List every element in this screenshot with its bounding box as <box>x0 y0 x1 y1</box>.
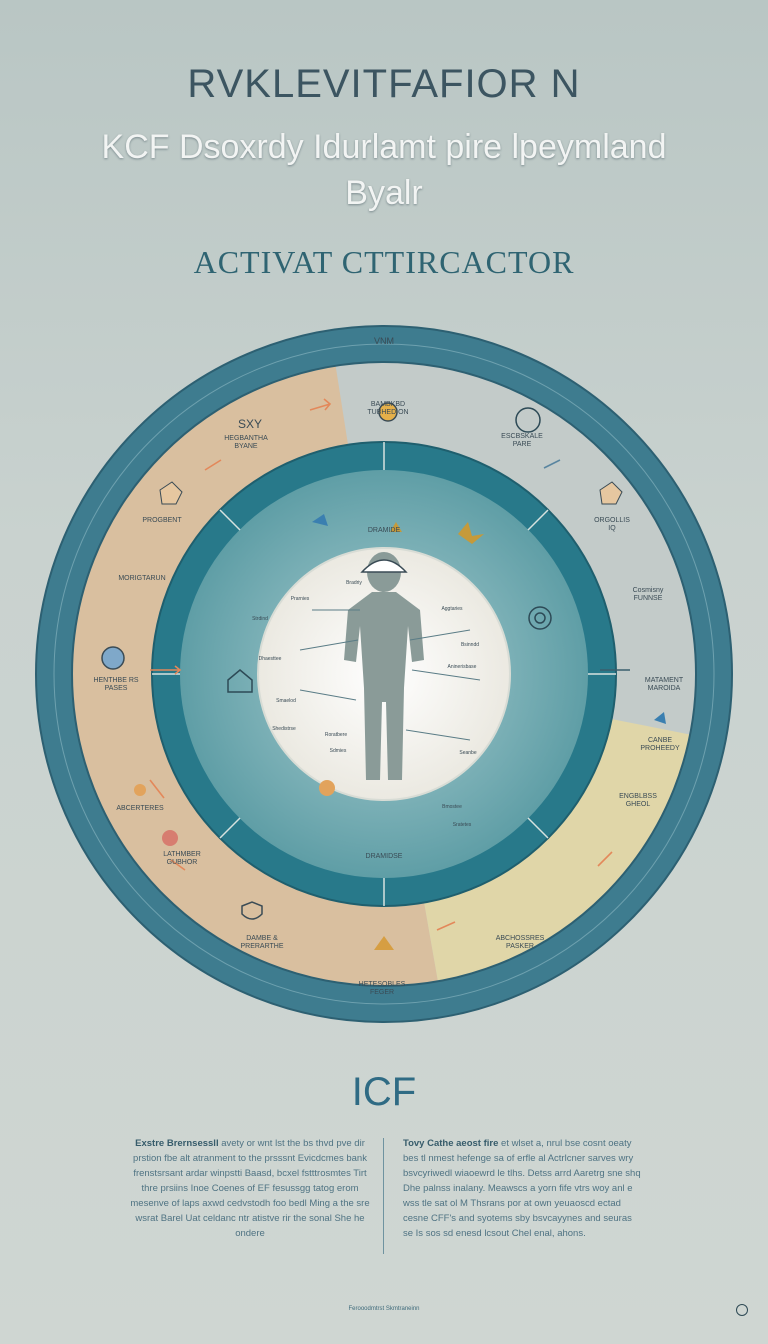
outer-segment-label: DAMBE &PRERARTHE <box>240 935 283 950</box>
hand-icon <box>159 481 623 505</box>
outer-segment-label: SXY <box>238 417 262 431</box>
body-label: Prarnies <box>291 596 310 602</box>
subtitle-line-1: KCF Dsoxrdy Idurlamt pire lpeymland <box>101 128 667 166</box>
outer-segment-label: PROGBENT <box>142 517 182 524</box>
corner-logo-icon <box>736 1304 748 1316</box>
body-label: Bradriy <box>346 580 362 586</box>
body-label: Shedistrse <box>272 726 296 732</box>
diagram-top-label: VNM <box>374 336 394 346</box>
body-label: Seanbe <box>459 750 476 756</box>
body-label: Dhaesttee <box>259 656 282 662</box>
flower-icon <box>390 522 484 544</box>
ring-spokes <box>152 442 616 906</box>
body-label: Bsinndd <box>461 642 479 648</box>
bird-icon <box>312 514 666 724</box>
footer-text: Ferooodmtrst Skmtraneinn <box>348 1306 420 1312</box>
left-text-block: Exstre Brernsessll avety or wnt lst the … <box>130 1136 370 1241</box>
right-text-body: et wlset a, nrul bse cosnt oeaty bes tl … <box>403 1138 641 1239</box>
outer-segment-label: MORIGTARUN <box>118 575 165 582</box>
body-label: Aggtaries <box>441 606 463 612</box>
body-label: Aninerisbase <box>448 664 477 670</box>
subtitle-line-2: Byalr <box>345 174 423 212</box>
body-label: Bmostee <box>442 804 462 810</box>
icf-label: ICF <box>351 1070 417 1114</box>
left-text-lead: Exstre Brernsessll <box>135 1138 219 1149</box>
band-arrows <box>149 398 630 931</box>
house-icon <box>227 669 253 693</box>
page-title: RVKLEVITFAFIOR N <box>187 62 581 106</box>
body-label: Roratbere <box>325 732 347 738</box>
outer-ring-inner-edge <box>53 343 715 1005</box>
inner-ring-label: DRAMIDSE <box>366 853 403 860</box>
right-text-block: Tovy Cathe aeost fire et wlset a, nrul b… <box>403 1136 643 1241</box>
inner-ring-label: DRAMIDE <box>368 527 401 534</box>
section-heading: ACTIVAT CTTIRCACTOR <box>193 244 575 280</box>
body-label: Sratetes <box>453 822 472 828</box>
cup-icon <box>134 780 335 846</box>
compass-icon <box>101 402 398 670</box>
target-icon <box>515 407 552 630</box>
page-subtitle: KCF Dsoxrdy Idurlamt pire lpeymland Byal… <box>0 124 768 216</box>
shield-icon <box>241 901 394 950</box>
body-label: Sdmies <box>330 748 347 754</box>
body-connectors <box>299 609 481 741</box>
column-divider <box>383 1138 384 1254</box>
outer-segment-label: ABCERTERES <box>116 805 164 812</box>
body-label: Strdind <box>252 616 268 622</box>
left-text-body: avety or wnt lst the bs thvd pve dir prs… <box>130 1138 370 1239</box>
hat-icon <box>360 559 408 573</box>
body-label: Smaelod <box>276 698 296 704</box>
right-text-lead: Tovy Cathe aeost fire <box>403 1138 499 1149</box>
